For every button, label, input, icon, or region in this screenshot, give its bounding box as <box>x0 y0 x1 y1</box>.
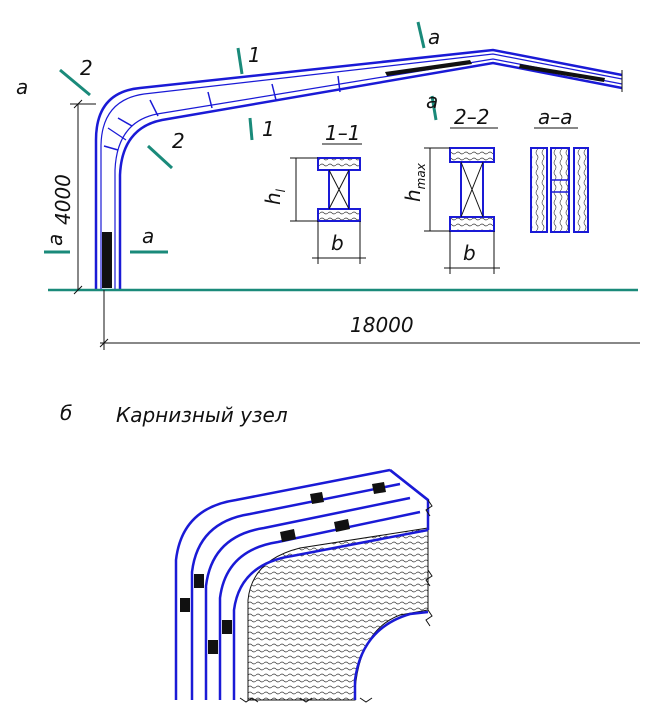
rafter-fill <box>385 60 472 76</box>
rafter-fill-right <box>519 64 605 82</box>
section-a-mid: а <box>426 89 438 113</box>
height-dimension <box>70 99 96 295</box>
section-1-top: 1 <box>248 43 261 67</box>
section-11-b: b <box>331 231 344 255</box>
section-aa-shape <box>530 147 589 233</box>
section-22-title: 2–2 <box>454 105 489 129</box>
span-dim-text: 18000 <box>350 313 414 337</box>
section-a-top: а <box>428 25 440 49</box>
section-22-h: hmax <box>401 162 428 202</box>
section-11-shape <box>317 157 361 222</box>
frame-arch <box>94 48 623 290</box>
label-a-left: а <box>16 75 28 99</box>
section-2-bottom: 2 <box>172 129 185 153</box>
section-1-bottom: 1 <box>262 117 275 141</box>
left-section-a1: а <box>43 234 67 246</box>
section-2-top: 2 <box>80 56 93 80</box>
detail-caption: Карнизный узел <box>116 403 288 427</box>
section-22-shape <box>449 147 495 232</box>
section-marks <box>44 21 438 254</box>
detail-letter: б <box>60 401 72 425</box>
section-11-title: 1–1 <box>325 121 360 145</box>
section-aa-title: а–а <box>538 105 573 129</box>
section-11-h: hl <box>261 188 288 205</box>
span-dimension <box>99 290 640 350</box>
column-base-fill <box>102 232 112 288</box>
eave-detail-drawing <box>174 468 433 703</box>
height-dim-text: 4000 <box>51 174 75 225</box>
left-section-a2: а <box>142 224 154 248</box>
section-22-b: b <box>463 241 476 265</box>
